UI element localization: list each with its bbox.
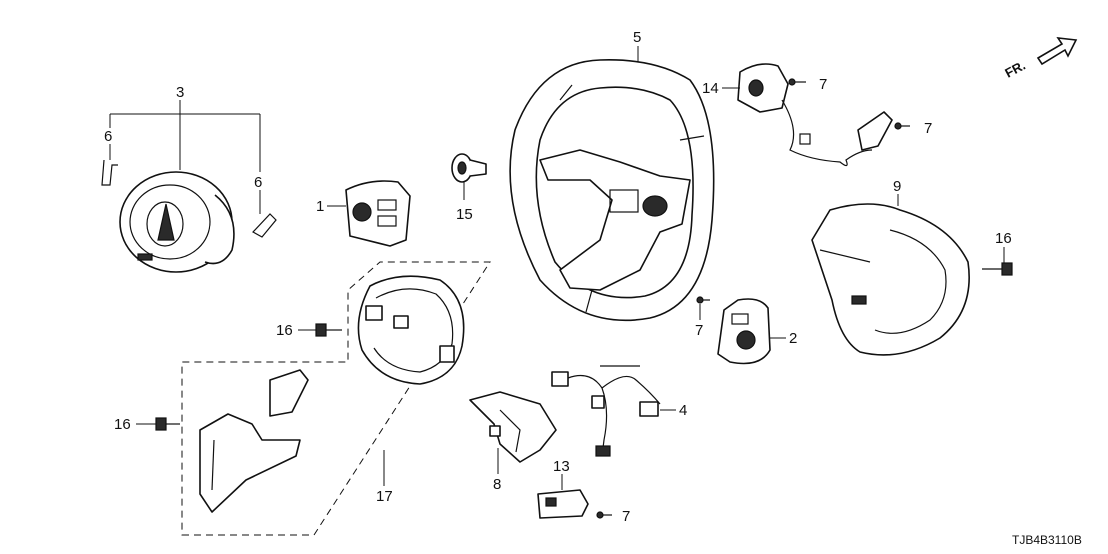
screw-7-top: [788, 78, 806, 86]
screw-7-bottom: [596, 511, 612, 519]
callout-13: 13: [553, 458, 570, 475]
nut: [451, 153, 487, 183]
airbag-clip-left: [101, 159, 118, 186]
callout-6-left: 6: [104, 128, 112, 145]
garnish-group-outline: [181, 261, 491, 536]
screw-7-wheel: [696, 296, 710, 304]
callout-15: 15: [456, 206, 473, 223]
bracket: [469, 391, 557, 463]
left-switch: [345, 180, 411, 247]
right-switch-harness: [737, 63, 893, 167]
right-switch: [717, 298, 771, 365]
callout-7-wheel: 7: [695, 322, 703, 339]
leader-lines: [109, 46, 1005, 490]
callout-8: 8: [493, 476, 501, 493]
garnish-ring: [357, 275, 465, 385]
diagram-code: TJB4B3110B: [1012, 533, 1082, 547]
callout-16-left: 16: [276, 322, 293, 339]
bolt-16-left: [315, 323, 342, 337]
callout-3: 3: [176, 84, 184, 101]
lower-cover: [811, 203, 970, 356]
callout-16-bottom: 16: [114, 416, 131, 433]
bolt-16-bottom: [155, 417, 180, 431]
callout-7-top: 7: [819, 76, 827, 93]
callout-7-bottom: 7: [622, 508, 630, 525]
callout-5: 5: [633, 29, 641, 46]
lower-garnish: [199, 369, 309, 513]
callout-9: 9: [893, 178, 901, 195]
airbag-clip-right: [252, 213, 277, 238]
paddle-switch: [537, 489, 589, 519]
wire-harness: [551, 365, 661, 457]
airbag-module: [119, 171, 235, 273]
callout-2: 2: [789, 330, 797, 347]
callout-14: 14: [702, 80, 719, 97]
bolt-16-right: [982, 262, 1013, 276]
callout-1: 1: [316, 198, 324, 215]
callout-16-right: 16: [995, 230, 1012, 247]
screw-7-mid: [894, 122, 910, 130]
front-direction-label: FR.: [1002, 58, 1028, 81]
callout-17: 17: [376, 488, 393, 505]
front-direction-arrow-icon: [1036, 37, 1078, 66]
callout-6-right: 6: [254, 174, 262, 191]
callout-7-mid: 7: [924, 120, 932, 137]
steering-wheel: [509, 59, 715, 322]
callout-4: 4: [679, 402, 687, 419]
